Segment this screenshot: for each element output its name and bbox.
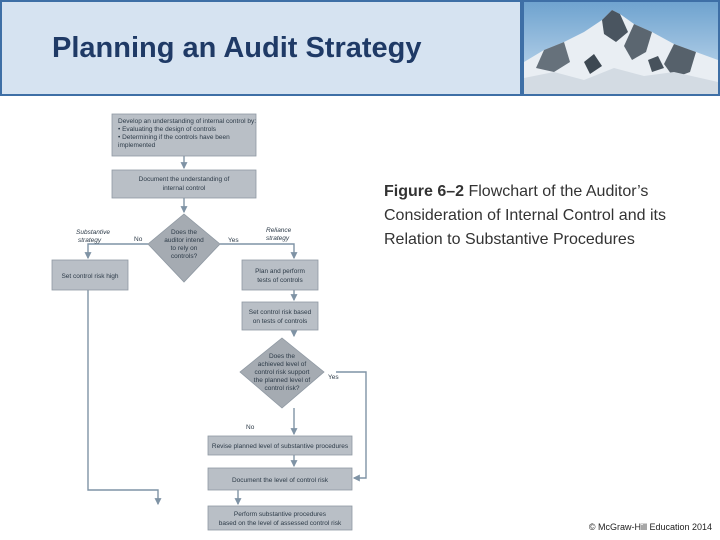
label-reliance-strategy: strategy <box>266 235 290 242</box>
decision-achieved-line: Does the <box>269 353 295 360</box>
decision-achieved-level: Does the achieved level of control risk … <box>239 337 325 409</box>
decision-achieved-line: the planned level of <box>254 377 311 384</box>
mountain-image <box>522 0 720 96</box>
label-no: No <box>134 236 143 243</box>
box-develop-line: implemented <box>118 142 156 149</box>
box-plan-line: Plan and perform <box>255 268 305 275</box>
box-set-control-risk-high: Set control risk high <box>51 259 129 291</box>
box-revise-planned-level: Revise planned level of substantive proc… <box>207 435 353 456</box>
box-develop-line: • Evaluating the design of controls <box>118 126 217 133</box>
box-perform-line: Perform substantive procedures <box>234 511 327 518</box>
box-set-risk-based-on-tests: Set control risk based on tests of contr… <box>241 301 319 331</box>
box-plan-line: tests of controls <box>257 277 303 284</box>
figure-caption-text: Flowchart of the Auditor’s Consideration… <box>384 183 666 248</box>
decision-rely-line: to rely on <box>171 245 198 252</box>
label-reliance-strategy: Reliance <box>266 227 292 234</box>
figure-label: Figure 6–2 <box>384 183 465 200</box>
box-perform-substantive: Perform substantive procedures based on … <box>207 505 353 531</box>
label-yes: Yes <box>228 237 239 244</box>
audit-flowchart: Develop an understanding of internal con… <box>51 113 367 531</box>
flow-arrows <box>84 156 367 506</box>
decision-achieved-line: achieved level of <box>258 361 307 368</box>
decision-rely-on-controls: Does the auditor intend to rely on contr… <box>147 213 221 283</box>
decision-rely-line: auditor intend <box>164 237 204 244</box>
box-document-line: Document the understanding of <box>139 176 230 183</box>
copyright-notice: © McGraw-Hill Education 2014 <box>588 522 712 532</box>
label-substantive-strategy: strategy <box>78 237 102 244</box>
figure-caption: Figure 6–2 Flowchart of the Auditor’s Co… <box>384 180 684 252</box>
decision-achieved-line: control risk support <box>255 369 310 376</box>
box-revise-text: Revise planned level of substantive proc… <box>212 443 349 450</box>
box-perform-line: based on the level of assessed control r… <box>219 520 342 527</box>
box-develop-line: • Determining if the controls have been <box>118 134 230 141</box>
label-substantive-strategy: Substantive <box>76 229 110 236</box>
box-plan-tests: Plan and perform tests of controls <box>241 259 319 291</box>
box-develop-understanding: Develop an understanding of internal con… <box>111 113 257 157</box>
slide-title: Planning an Audit Strategy <box>52 32 422 64</box>
box-document-level: Document the level of control risk <box>207 467 353 491</box>
box-document-line: internal control <box>163 185 206 192</box>
decision-achieved-line: control risk? <box>264 385 299 392</box>
box-develop-line: Develop an understanding of internal con… <box>118 118 256 125</box>
box-set-based-line: on tests of controls <box>253 318 308 325</box>
box-set-high-text: Set control risk high <box>61 273 118 280</box>
decision-rely-line: Does the <box>171 229 197 236</box>
slide-header: Planning an Audit Strategy <box>0 0 522 96</box>
box-document-level-text: Document the level of control risk <box>232 477 329 484</box>
box-document-understanding: Document the understanding of internal c… <box>111 169 257 199</box>
box-set-based-line: Set control risk based <box>249 309 312 316</box>
label-no-achieved: No <box>246 424 255 431</box>
decision-rely-line: controls? <box>171 253 198 260</box>
label-yes-achieved: Yes <box>328 374 339 381</box>
